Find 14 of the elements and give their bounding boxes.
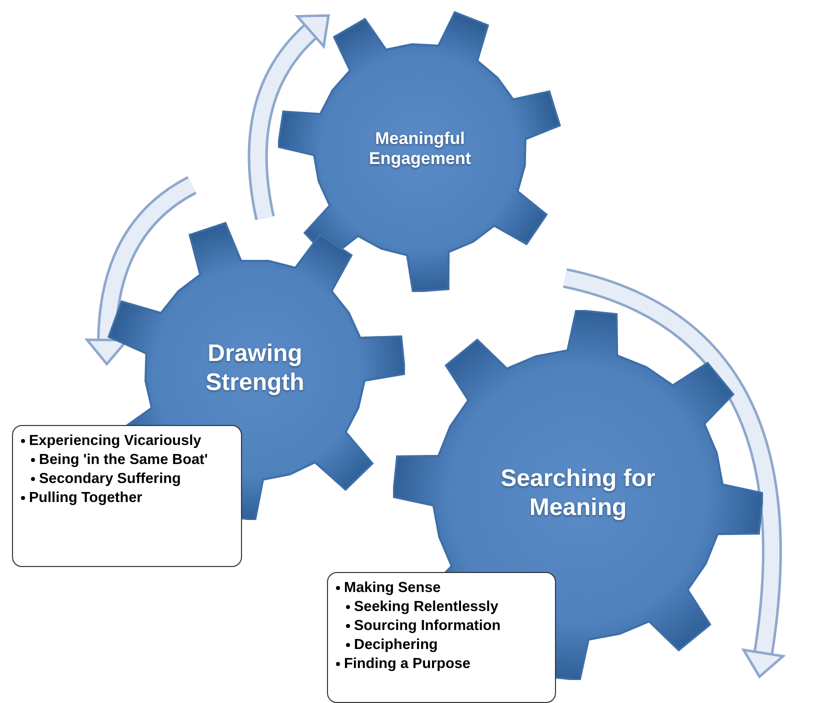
bullet-item: Being 'in the Same Boat' <box>21 451 233 470</box>
bullet-item: Sourcing Information <box>336 617 547 636</box>
bullet-item: Secondary Suffering <box>21 470 233 489</box>
gear-label: Searching for Meaning <box>500 465 656 523</box>
bullet-item: Seeking Relentlessly <box>336 598 547 617</box>
bullet-item: Finding a Purpose <box>336 655 547 674</box>
bullet-item: Pulling Together <box>21 489 233 508</box>
text-box <box>327 572 556 703</box>
gear-label: Meaningful Engagement <box>368 128 472 170</box>
bullet-item: Deciphering <box>336 636 547 655</box>
gear-label: Drawing Strength <box>204 340 306 398</box>
bullet-item: Making Sense <box>336 579 547 598</box>
text-box <box>12 425 242 567</box>
bullet-item: Experiencing Vicariously <box>21 432 233 451</box>
